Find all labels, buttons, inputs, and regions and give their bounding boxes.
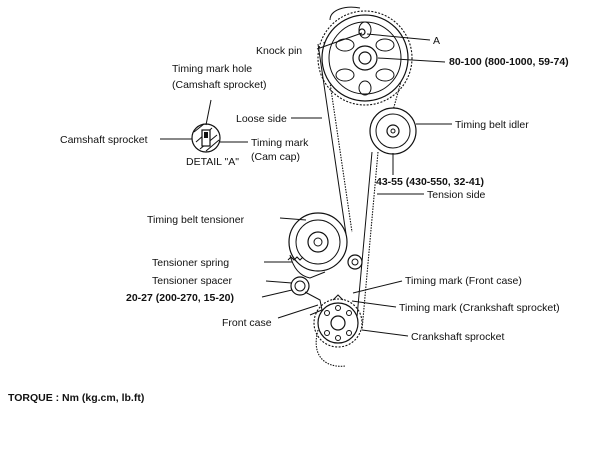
torque-units-note: TORQUE : Nm (kg.cm, lb.ft) [8, 392, 144, 404]
label-timing-mark-front-case: Timing mark (Front case) [405, 275, 522, 287]
timing-belt-tensioner [288, 212, 348, 279]
label-camshaft-torque: 80-100 (800-1000, 59-74) [449, 56, 569, 68]
label-timing-mark-cam-sub: (Cam cap) [251, 151, 300, 163]
tensioner-spring [287, 254, 363, 270]
label-timing-belt-tensioner: Timing belt tensioner [147, 214, 245, 226]
label-camshaft-sprocket: Camshaft sprocket [60, 134, 148, 146]
label-tensioner-torque: 20-27 (200-270, 15-20) [126, 292, 234, 304]
label-timing-mark-hole: Timing mark hole [172, 63, 252, 75]
label-front-case: Front case [222, 317, 272, 329]
label-timing-belt-idler: Timing belt idler [455, 119, 529, 131]
label-idler-torque: 43-55 (430-550, 32-41) [376, 176, 484, 188]
crankshaft-sprocket [313, 294, 363, 348]
label-knock-pin: Knock pin [256, 45, 302, 57]
label-timing-mark-cam: Timing mark [251, 137, 309, 149]
detail-a-inset [160, 99, 248, 153]
label-timing-mark-hole-sub: (Camshaft sprocket) [172, 79, 267, 91]
label-crankshaft-sprocket: Crankshaft sprocket [411, 331, 504, 343]
label-tensioner-spring: Tensioner spring [152, 257, 229, 269]
label-detail-a: DETAIL "A" [186, 156, 239, 168]
tensioner-spacer [290, 276, 323, 316]
camshaft-sprocket [317, 10, 413, 106]
label-tension-side: Tension side [427, 189, 486, 201]
label-a: A [433, 35, 440, 47]
timing-belt-idler [369, 107, 417, 155]
leader-lines [261, 32, 452, 337]
label-tensioner-spacer: Tensioner spacer [152, 275, 232, 287]
label-loose-side: Loose side [236, 113, 287, 125]
label-timing-mark-crank: Timing mark (Crankshaft sprocket) [399, 302, 560, 314]
